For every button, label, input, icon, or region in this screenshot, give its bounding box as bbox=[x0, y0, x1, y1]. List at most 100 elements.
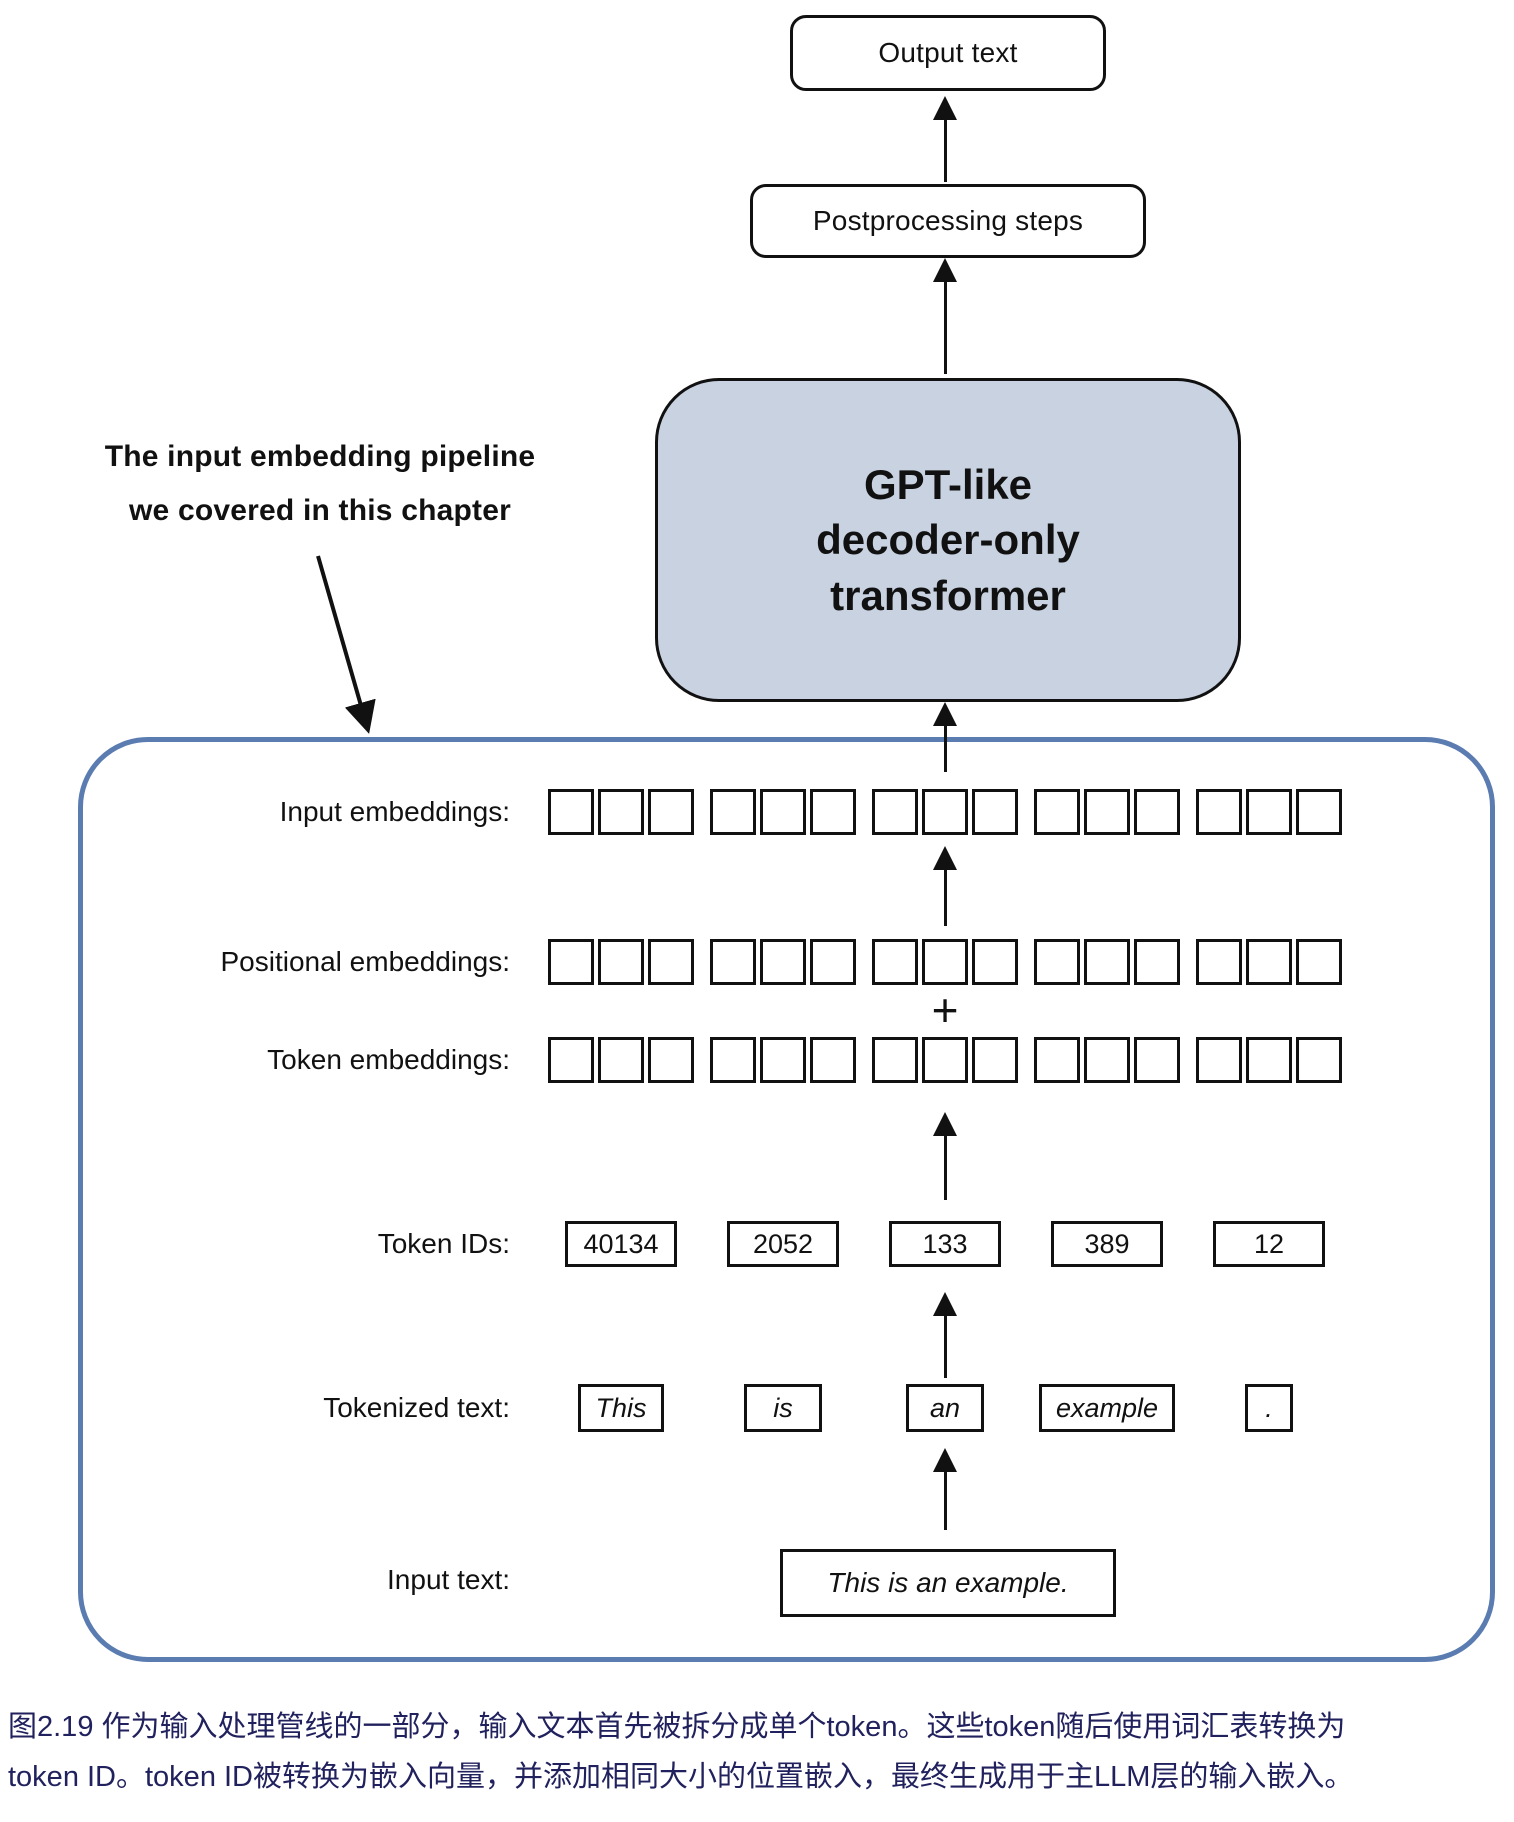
arrow-embeddings-to-gpt bbox=[932, 702, 958, 772]
token-embeddings-label: Token embeddings: bbox=[267, 1044, 510, 1075]
tokenized-text-row: This is an example . bbox=[546, 1384, 1344, 1432]
embedding-square bbox=[1246, 1037, 1292, 1083]
gpt-decoder-box: GPT-like decoder-only transformer bbox=[655, 378, 1241, 702]
embedding-square bbox=[1196, 789, 1242, 835]
embedding-square bbox=[548, 789, 594, 835]
gpt-box-line3: transformer bbox=[830, 571, 1066, 619]
tokenized-text-label: Tokenized text: bbox=[323, 1392, 510, 1423]
embedding-square bbox=[598, 939, 644, 985]
arrow-positional-to-input bbox=[932, 846, 958, 926]
token-id-box: 389 bbox=[1051, 1221, 1163, 1267]
embedding-vector-group bbox=[1034, 939, 1180, 985]
annotation-line1: The input embedding pipeline bbox=[104, 440, 536, 473]
token-id-box: 133 bbox=[889, 1221, 1001, 1267]
embedding-square bbox=[972, 789, 1018, 835]
token-box: This bbox=[578, 1384, 664, 1432]
embedding-square bbox=[648, 789, 694, 835]
embedding-square bbox=[1084, 1037, 1130, 1083]
embedding-square bbox=[548, 939, 594, 985]
embedding-square bbox=[548, 1037, 594, 1083]
embedding-square bbox=[810, 939, 856, 985]
embedding-vector-group bbox=[1034, 1037, 1180, 1083]
embedding-square bbox=[1196, 939, 1242, 985]
embedding-square bbox=[1246, 939, 1292, 985]
embedding-pipeline-container bbox=[78, 737, 1495, 1662]
embedding-vector-group bbox=[1196, 789, 1342, 835]
token-ids-label: Token IDs: bbox=[377, 1228, 510, 1259]
embedding-square bbox=[1134, 789, 1180, 835]
embedding-square bbox=[648, 1037, 694, 1083]
embedding-square bbox=[922, 1037, 968, 1083]
embedding-square bbox=[810, 1037, 856, 1083]
embedding-vector-group bbox=[548, 789, 694, 835]
output-text-box: Output text bbox=[790, 15, 1106, 91]
embedding-vector-group bbox=[710, 939, 856, 985]
embedding-vector-group bbox=[710, 1037, 856, 1083]
annotation-line2: we covered in this chapter bbox=[129, 494, 511, 527]
input-text-box: This is an example. bbox=[780, 1549, 1116, 1617]
embedding-vector-group bbox=[548, 939, 694, 985]
embedding-vector-group bbox=[548, 1037, 694, 1083]
embedding-square bbox=[1034, 939, 1080, 985]
postprocessing-steps-box: Postprocessing steps bbox=[750, 184, 1146, 258]
embedding-square bbox=[648, 939, 694, 985]
embedding-square bbox=[1196, 1037, 1242, 1083]
embedding-square bbox=[1084, 789, 1130, 835]
token-ids-row: 40134 2052 133 389 12 bbox=[546, 1221, 1344, 1267]
arrow-postprocessing-to-output bbox=[932, 96, 958, 182]
arrow-tokenized-to-token-ids bbox=[932, 1292, 958, 1378]
embedding-square bbox=[1296, 939, 1342, 985]
caption-line2: token ID。token ID被转换为嵌入向量，并添加相同大小的位置嵌入，最… bbox=[8, 1761, 1354, 1793]
figure-caption: 图2.19 作为输入处理管线的一部分，输入文本首先被拆分成单个token。这些t… bbox=[8, 1702, 1510, 1802]
embedding-square bbox=[760, 1037, 806, 1083]
token-box: . bbox=[1245, 1384, 1293, 1432]
embedding-square bbox=[810, 789, 856, 835]
embedding-vector-group bbox=[1034, 789, 1180, 835]
input-text-label: Input text: bbox=[387, 1564, 510, 1595]
embedding-square bbox=[760, 939, 806, 985]
embedding-vector-group bbox=[872, 1037, 1018, 1083]
annotation-text: The input embedding pipeline we covered … bbox=[60, 430, 580, 538]
embedding-square bbox=[872, 1037, 918, 1083]
token-box: is bbox=[744, 1384, 822, 1432]
embedding-square bbox=[710, 939, 756, 985]
embedding-vector-group bbox=[1196, 1037, 1342, 1083]
token-id-box: 2052 bbox=[727, 1221, 839, 1267]
token-id-box: 12 bbox=[1213, 1221, 1325, 1267]
embedding-square bbox=[760, 789, 806, 835]
embedding-square bbox=[1246, 789, 1292, 835]
embedding-square bbox=[972, 1037, 1018, 1083]
token-box: example bbox=[1038, 1384, 1176, 1432]
input-embeddings-row bbox=[546, 789, 1344, 835]
positional-embeddings-label: Positional embeddings: bbox=[220, 946, 510, 977]
positional-embeddings-row bbox=[546, 939, 1344, 985]
gpt-box-line2: decoder-only bbox=[816, 516, 1080, 564]
input-embeddings-label: Input embeddings: bbox=[279, 796, 510, 827]
embedding-square bbox=[872, 789, 918, 835]
arrow-token-ids-to-embeddings bbox=[932, 1112, 958, 1200]
gpt-box-line1: GPT-like bbox=[863, 460, 1033, 508]
embedding-square bbox=[1034, 1037, 1080, 1083]
output-text-label: Output text bbox=[878, 37, 1018, 68]
embedding-square bbox=[922, 939, 968, 985]
embedding-vector-group bbox=[710, 789, 856, 835]
embedding-square bbox=[1134, 1037, 1180, 1083]
embedding-square bbox=[598, 1037, 644, 1083]
token-box: an bbox=[906, 1384, 984, 1432]
embedding-square bbox=[922, 789, 968, 835]
embedding-square bbox=[598, 789, 644, 835]
embedding-vector-group bbox=[872, 789, 1018, 835]
token-embeddings-row bbox=[546, 1037, 1344, 1083]
embedding-square bbox=[710, 789, 756, 835]
embedding-square bbox=[1084, 939, 1130, 985]
embedding-vector-group bbox=[1196, 939, 1342, 985]
plus-sign: + bbox=[931, 984, 959, 1036]
embedding-square bbox=[1296, 1037, 1342, 1083]
token-id-box: 40134 bbox=[565, 1221, 677, 1267]
embedding-square bbox=[872, 939, 918, 985]
embedding-square bbox=[710, 1037, 756, 1083]
caption-line1: 图2.19 作为输入处理管线的一部分，输入文本首先被拆分成单个token。这些t… bbox=[8, 1711, 1346, 1743]
embedding-square bbox=[1134, 939, 1180, 985]
embedding-square bbox=[1296, 789, 1342, 835]
